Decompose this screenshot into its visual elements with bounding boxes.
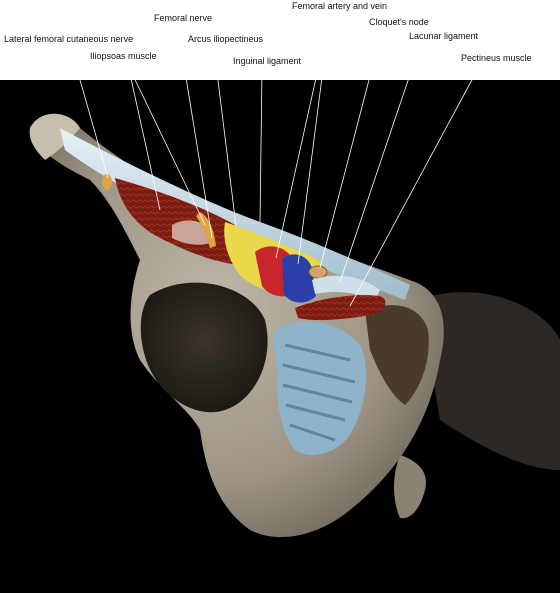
femoral-vein-shape [282, 254, 316, 303]
label-lateral-femoral-cutaneous-nerve: Lateral femoral cutaneous nerve [4, 34, 134, 44]
obturator-foramen [140, 282, 268, 413]
lateral-femoral-cutaneous-nerve-shape [102, 174, 112, 190]
coccyx [394, 455, 426, 519]
label-arcus-iliopectineus: Arcus iliopectineus [188, 34, 264, 44]
label-inguinal-ligament: Inguinal ligament [233, 56, 302, 66]
label-lacunar-ligament: Lacunar ligament [409, 31, 479, 41]
posterior-shadow [420, 292, 560, 470]
pubic-shadow [365, 305, 429, 405]
label-femoral-nerve: Femoral nerve [154, 13, 213, 23]
pectineus-shape [295, 295, 386, 321]
obturator-membrane [273, 321, 367, 455]
cloquets-node-shape [308, 265, 328, 279]
femoral-nerve-shape [196, 212, 216, 248]
label-femoral-artery-and-vein: Femoral artery and vein [292, 1, 388, 11]
label-cloquets-node: Cloquet's node [369, 17, 429, 27]
label-iliopsoas-muscle: Iliopsoas muscle [90, 51, 157, 61]
iliac-spine [29, 113, 80, 160]
label-pectineus-muscle: Pectineus muscle [461, 53, 532, 63]
leader-lines [69, 14, 481, 307]
